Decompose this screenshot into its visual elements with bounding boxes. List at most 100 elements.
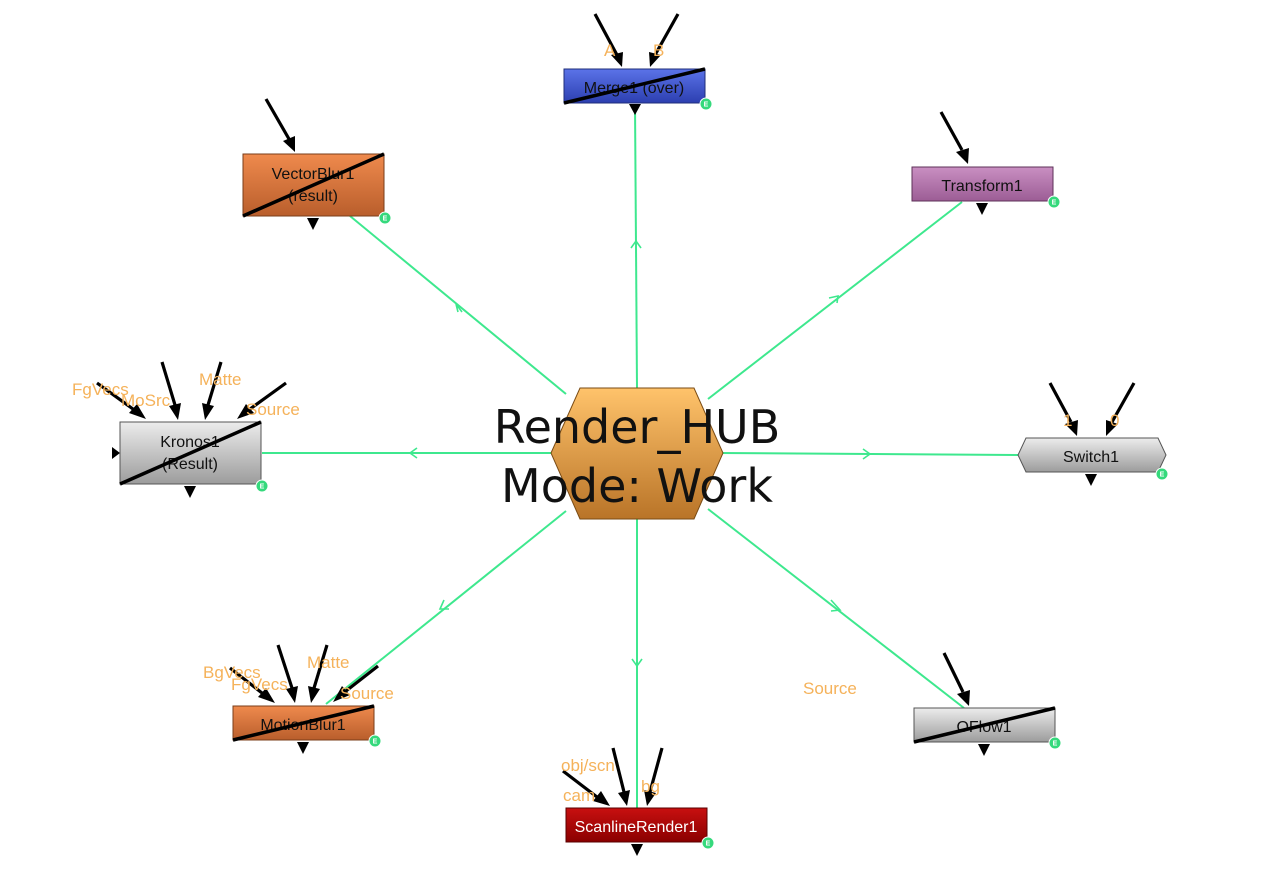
node-vectorblur1[interactable]: VectorBlur1 (result) E xyxy=(242,98,392,230)
disabled-slash-icon xyxy=(232,704,375,742)
input-arrow-icon[interactable] xyxy=(229,666,263,695)
node-merge1[interactable]: A B Merge1 (over) E xyxy=(563,13,713,115)
input-arrowhead-icon xyxy=(1106,420,1118,436)
node-kronos1[interactable]: FgVecs MoSrc Matte Source Kronos1 (Resul… xyxy=(72,361,300,498)
input-arrowhead-icon xyxy=(308,686,320,703)
input-arrow-icon[interactable] xyxy=(1048,382,1073,423)
disabled-slash-icon xyxy=(119,420,262,486)
output-arrow-icon[interactable] xyxy=(629,104,641,115)
input-label-b: B xyxy=(653,41,664,60)
disabled-slash-icon xyxy=(563,67,706,105)
connection-hub-oflow[interactable] xyxy=(707,508,965,709)
input-arrow-icon[interactable] xyxy=(648,747,664,793)
input-arrow-icon[interactable] xyxy=(593,13,619,56)
input-arrow-icon[interactable] xyxy=(939,111,964,151)
node-motionblur1[interactable]: BgVecs FgVecs Matte Source MotionBlur1 E xyxy=(203,644,394,754)
connection-arrow-icon xyxy=(408,447,418,459)
connection-arrow-icon xyxy=(862,448,872,460)
input-arrowhead-icon xyxy=(611,52,623,67)
hub-mode: Mode: Work xyxy=(501,459,773,513)
input-arrow-icon[interactable] xyxy=(1110,382,1136,423)
connection-arrow-icon xyxy=(830,599,842,612)
expression-badge-letter: E xyxy=(383,216,388,223)
output-arrow-icon[interactable] xyxy=(184,486,196,498)
output-arrow-icon[interactable] xyxy=(307,218,319,230)
output-arrow-icon[interactable] xyxy=(631,844,643,856)
connection-arrow-icon xyxy=(630,239,642,249)
output-arrow-icon[interactable] xyxy=(978,744,990,756)
input-arrowhead-icon xyxy=(237,404,254,419)
connections xyxy=(262,103,1019,808)
connection-arrow-icon xyxy=(631,658,643,668)
connection-hub-motionblur[interactable] xyxy=(325,510,567,705)
input-arrow-icon[interactable] xyxy=(160,361,177,406)
input-arrowhead-icon xyxy=(1065,420,1078,436)
input-arrow-icon[interactable] xyxy=(611,747,626,793)
connection-arrow-icon xyxy=(455,303,463,313)
mask-input-arrow-icon[interactable] xyxy=(112,447,120,459)
input-arrow-icon[interactable] xyxy=(562,769,598,799)
node-label: Transform1 xyxy=(941,178,1022,195)
input-arrow-icon[interactable] xyxy=(653,13,680,56)
node-label: ScanlineRender1 xyxy=(575,819,698,836)
input-arrow-icon[interactable] xyxy=(249,381,287,411)
expression-badge-icon[interactable] xyxy=(699,97,713,111)
input-arrowhead-icon xyxy=(333,686,350,702)
input-arrowhead-icon xyxy=(169,403,181,420)
expression-badge-icon[interactable] xyxy=(378,211,392,225)
expression-badge-icon[interactable] xyxy=(368,734,382,748)
input-arrow-icon[interactable] xyxy=(345,664,379,693)
input-arrowhead-icon xyxy=(286,686,298,703)
input-arrow-icon[interactable] xyxy=(96,381,134,411)
node-oflow1[interactable]: Source OFlow1 E xyxy=(803,652,1062,756)
input-arrow-icon[interactable] xyxy=(942,652,965,693)
node-transform1[interactable]: Transform1 E xyxy=(911,111,1061,215)
expression-badge-letter: E xyxy=(1160,472,1165,479)
expression-badge-letter: E xyxy=(1052,200,1057,207)
output-arrow-icon[interactable] xyxy=(976,203,988,215)
render-hub-node[interactable]: Render_HUB Mode: Work xyxy=(494,387,781,520)
input-label-bgvecs: BgVecs xyxy=(203,663,261,682)
input-label-fgvecs: FgVecs xyxy=(231,675,288,694)
input-label-mosrc: MoSrc xyxy=(121,391,171,410)
node-label-sub: (Result) xyxy=(162,456,218,473)
input-arrow-icon[interactable] xyxy=(264,98,291,140)
input-arrowhead-icon xyxy=(957,690,970,706)
connection-hub-merge[interactable] xyxy=(634,103,638,389)
input-label-source: Source xyxy=(340,684,394,703)
node-body xyxy=(911,166,1054,202)
input-arrowhead-icon xyxy=(956,148,969,164)
output-arrow-icon[interactable] xyxy=(1085,474,1097,486)
expression-badge-letter: E xyxy=(260,484,265,491)
node-scanlinerender1[interactable]: obj/scn cam bg ScanlineRender1 E xyxy=(561,747,715,856)
expression-badge-icon[interactable] xyxy=(255,479,269,493)
node-switch1[interactable]: 1 0 Switch1 E xyxy=(1017,382,1169,486)
expression-badge-icon[interactable] xyxy=(701,836,715,850)
input-arrowhead-icon xyxy=(283,136,295,152)
expression-badge-icon[interactable] xyxy=(1155,467,1169,481)
hub-title: Render_HUB xyxy=(494,400,781,454)
input-arrowhead-icon xyxy=(129,404,146,419)
input-arrow-icon[interactable] xyxy=(206,361,223,406)
input-label-0: 0 xyxy=(1110,411,1119,430)
input-label-obj-scn: obj/scn xyxy=(561,756,615,775)
connection-hub-transform[interactable] xyxy=(707,201,963,400)
connection-hub-vectorblur[interactable] xyxy=(349,215,567,395)
expression-badge-icon[interactable] xyxy=(1047,195,1061,209)
input-label-source: Source xyxy=(246,400,300,419)
connection-arrow-icon xyxy=(438,599,449,610)
node-body xyxy=(565,807,708,843)
input-label-a: A xyxy=(604,41,616,60)
disabled-slash-icon xyxy=(913,706,1056,744)
node-label: VectorBlur1 xyxy=(272,166,355,183)
input-arrow-icon[interactable] xyxy=(312,644,329,689)
input-arrowhead-icon xyxy=(202,403,214,420)
connection-arrow-icon xyxy=(828,294,839,304)
disabled-slash-icon xyxy=(242,152,385,218)
input-label-cam: cam xyxy=(563,786,595,805)
output-arrow-icon[interactable] xyxy=(297,742,309,754)
input-arrowhead-icon xyxy=(649,52,661,67)
input-arrow-icon[interactable] xyxy=(276,644,294,689)
expression-badge-icon[interactable] xyxy=(1048,736,1062,750)
